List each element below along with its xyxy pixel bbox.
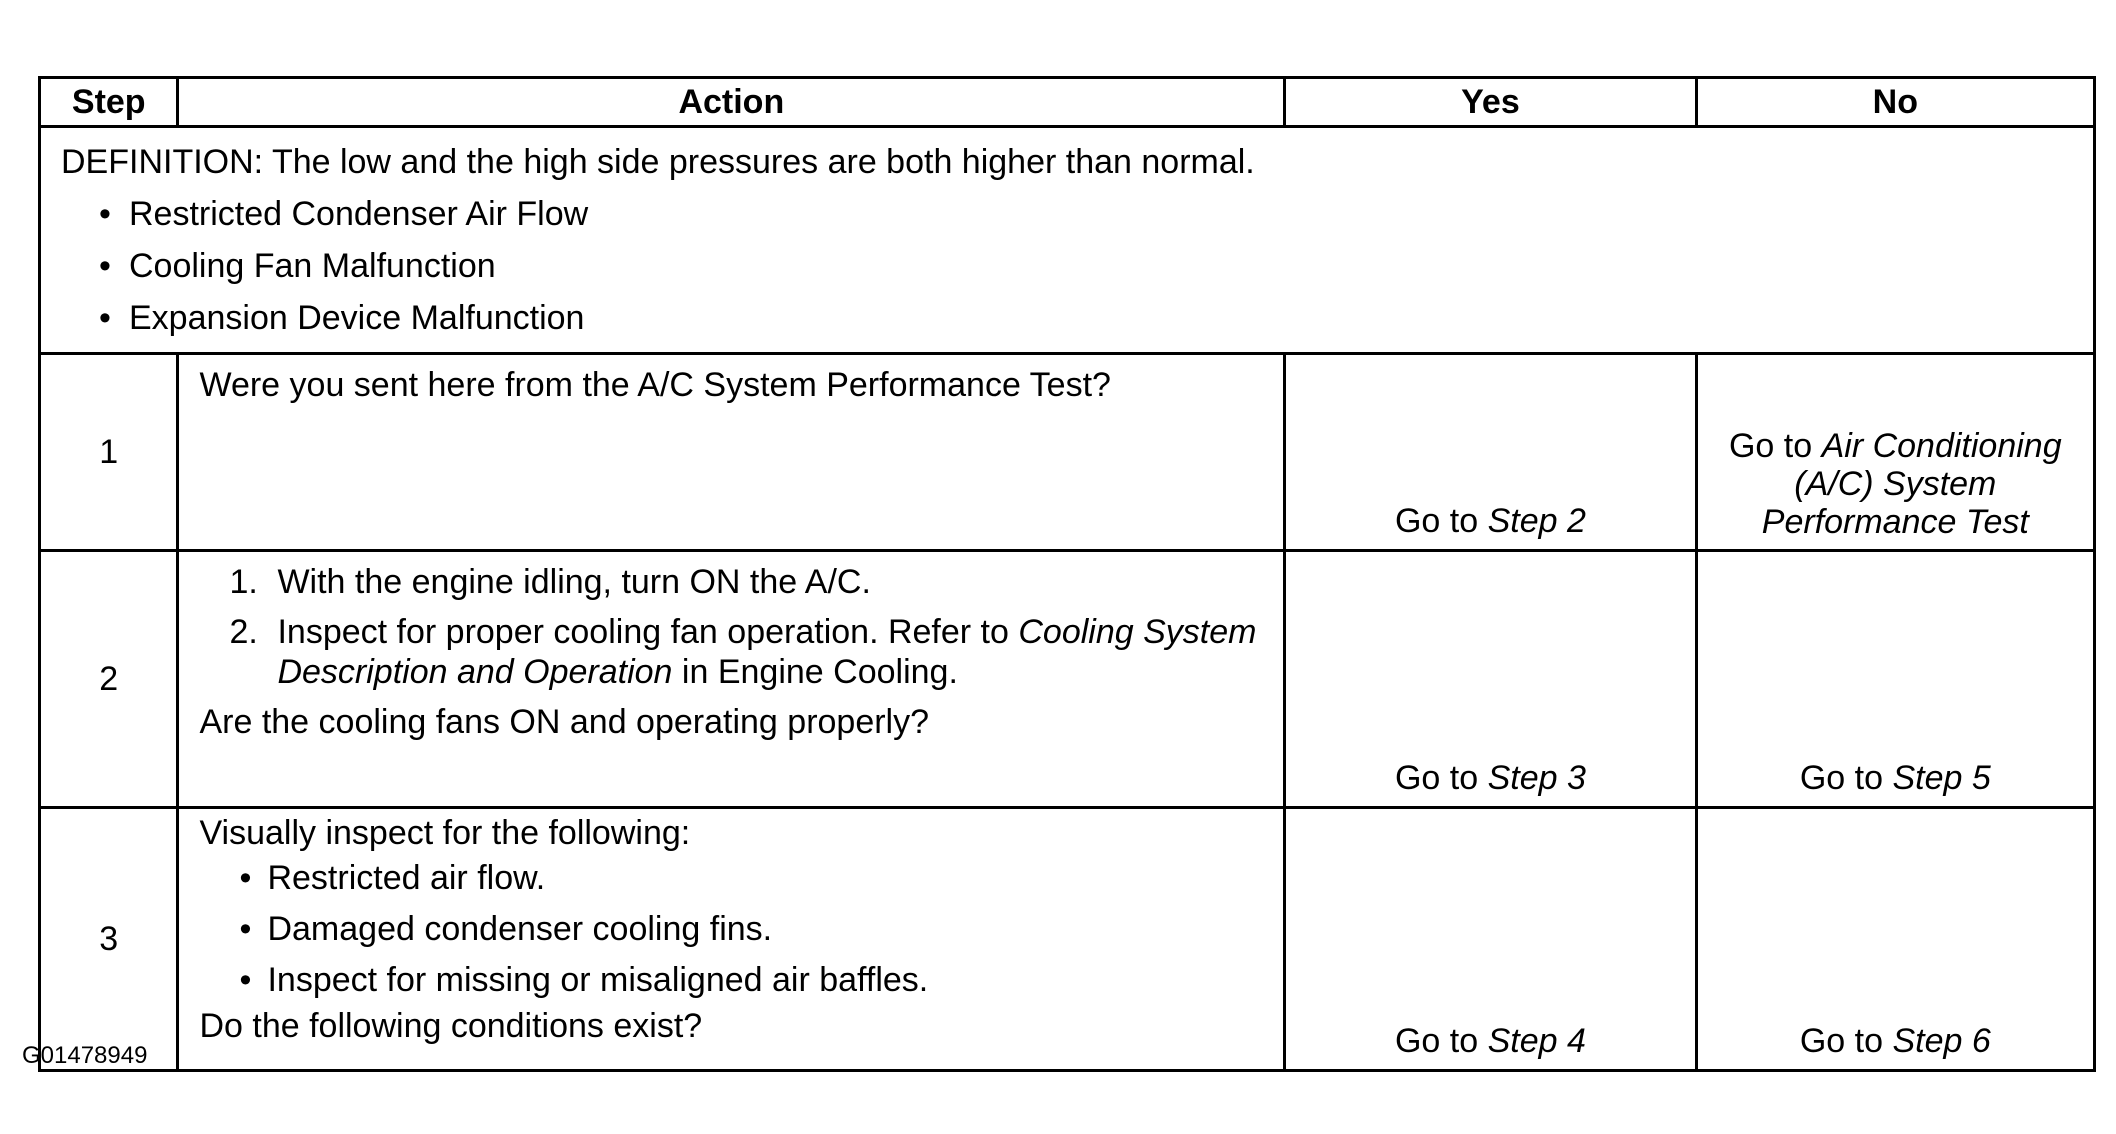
list-item: 2.Inspect for proper cooling fan operati… xyxy=(229,613,1257,691)
question-text: Were you sent here from the A/C System P… xyxy=(199,366,1111,404)
intro-text: Visually inspect for the following: xyxy=(199,814,691,852)
diagnostic-table: Step Action Yes No DEFINITION: The low a… xyxy=(37,76,2097,1072)
header-step: Step xyxy=(37,76,180,128)
header-no: No xyxy=(1694,76,2097,128)
action-cell: Were you sent here from the A/C System P… xyxy=(176,352,1287,552)
yes-cell: Go to Step 2 xyxy=(1283,352,1698,552)
step-number: 2 xyxy=(37,549,180,809)
no-link[interactable]: Step 6 xyxy=(1892,1022,1991,1060)
numbered-list: 1.With the engine idling, turn ON the A/… xyxy=(199,562,1267,692)
yes-link[interactable]: Step 3 xyxy=(1487,759,1586,797)
header-yes: Yes xyxy=(1283,76,1698,128)
definition-row: DEFINITION: The low and the high side pr… xyxy=(38,125,2096,355)
figure-id: G01478949 xyxy=(22,1042,148,1069)
table-row: 2 1.With the engine idling, turn ON the … xyxy=(37,549,2097,809)
yes-cell: Go to Step 3 xyxy=(1283,549,1698,809)
header-row: Step Action Yes No xyxy=(37,76,2097,128)
yes-link[interactable]: Step 4 xyxy=(1487,1022,1586,1060)
table-row: 3 Visually inspect for the following: •R… xyxy=(37,806,2097,1072)
question-text: Are the cooling fans ON and operating pr… xyxy=(199,703,930,741)
step-number: 3 xyxy=(37,806,180,1072)
list-item: •Expansion Device Malfunction xyxy=(99,299,585,337)
step-number: 1 xyxy=(37,352,180,552)
action-cell: 1.With the engine idling, turn ON the A/… xyxy=(176,549,1287,809)
definition-list: •Restricted Condenser Air Flow •Cooling … xyxy=(61,188,2093,344)
check-list: •Restricted air flow. •Damaged condenser… xyxy=(199,853,1267,1006)
list-item: •Restricted air flow. xyxy=(239,859,546,897)
header-action: Action xyxy=(176,76,1287,128)
yes-cell: Go to Step 4 xyxy=(1283,806,1698,1072)
no-cell: Go to Air Conditioning (A/C) System Perf… xyxy=(1694,352,2097,552)
yes-link[interactable]: Step 2 xyxy=(1487,502,1586,540)
question-text: Do the following conditions exist? xyxy=(199,1007,703,1045)
reference-link[interactable]: Cooling System Description and Operation xyxy=(277,613,1257,691)
definition-cell: DEFINITION: The low and the high side pr… xyxy=(38,125,2096,355)
list-item: •Inspect for missing or misaligned air b… xyxy=(239,961,929,999)
table-row: 1 Were you sent here from the A/C System… xyxy=(37,352,2097,552)
list-item: •Damaged condenser cooling fins. xyxy=(239,910,773,948)
no-link[interactable]: Step 5 xyxy=(1892,759,1991,797)
action-cell: Visually inspect for the following: •Res… xyxy=(176,806,1287,1072)
no-cell: Go to Step 5 xyxy=(1694,549,2097,809)
list-item: •Cooling Fan Malfunction xyxy=(99,247,496,285)
definition-text: DEFINITION: The low and the high side pr… xyxy=(61,143,1255,181)
list-item: 1.With the engine idling, turn ON the A/… xyxy=(229,563,871,601)
no-link[interactable]: Air Conditioning (A/C) System Performanc… xyxy=(1761,427,2062,541)
no-cell: Go to Step 6 xyxy=(1694,806,2097,1072)
list-item: •Restricted Condenser Air Flow xyxy=(99,195,589,233)
